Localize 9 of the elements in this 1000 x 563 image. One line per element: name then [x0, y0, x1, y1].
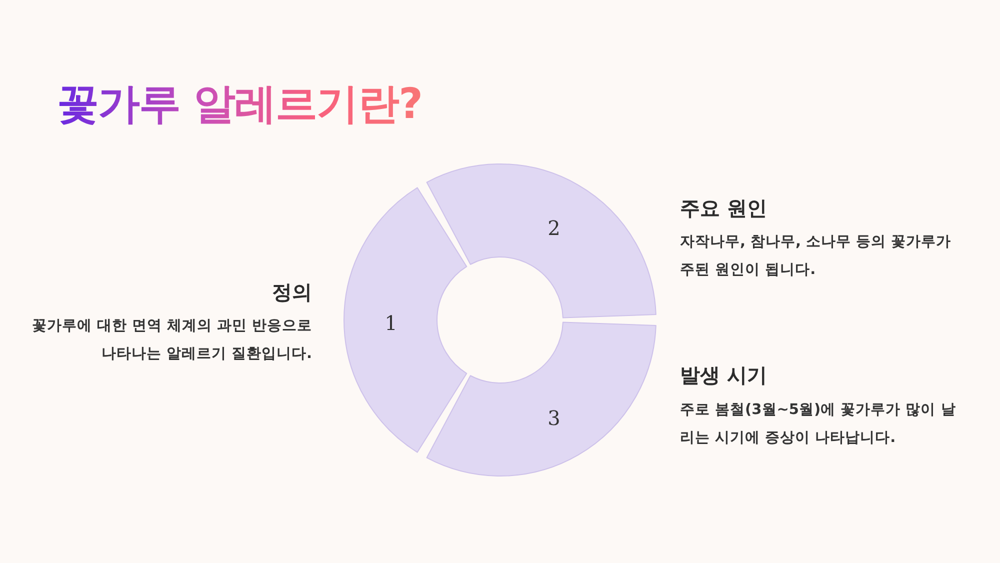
- description: 꽃가루에 대한 면역 체계의 과민 반응으로 나타나는 알레르기 질환입니다.: [30, 317, 312, 364]
- heading: 정의: [271, 279, 312, 306]
- segment-number: 2: [548, 216, 560, 240]
- heading: 주요 원인: [680, 195, 768, 222]
- heading: 발생 시기: [680, 362, 768, 389]
- description: 주로 봄철(3월~5월)에 꽃가루가 많이 날리는 시기에 증상이 나타납니다.: [680, 401, 957, 448]
- segment-number: 1: [384, 311, 398, 335]
- description: 자작나무, 참나무, 소나무 등의 꽃가루가 주된 원인이 됩니다.: [680, 233, 952, 280]
- segment-number: 3: [548, 406, 560, 430]
